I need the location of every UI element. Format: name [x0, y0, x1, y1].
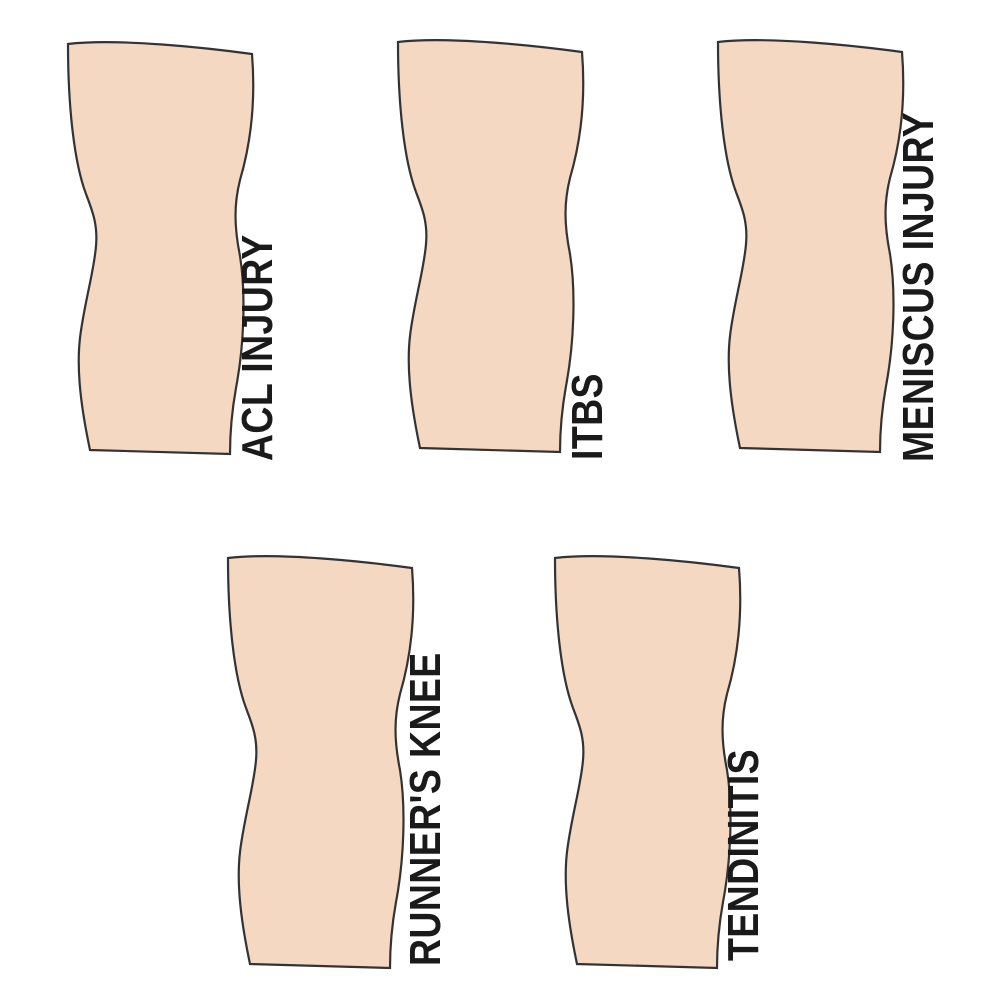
leg-skin	[226, 555, 415, 970]
label-tendinitis: TENDINITIS	[719, 748, 768, 961]
leg-skin	[66, 41, 255, 456]
knee-illustration-tendinitis	[553, 555, 742, 970]
label-itbs: ITBS	[563, 373, 612, 460]
knee-illustration-meniscus	[716, 39, 905, 454]
panel-meniscus-injury: MENISCUS INJURY	[708, 12, 943, 462]
label-runners-knee: RUNNER'S KNEE	[401, 652, 450, 966]
panel-tendinitis: TENDINITIS	[545, 528, 768, 974]
leg-skin	[553, 555, 742, 970]
label-acl-injury: ACL INJURY	[233, 234, 282, 461]
panel-runners-knee: RUNNER'S KNEE	[218, 528, 450, 974]
leg-skin	[396, 39, 585, 454]
leg-skin	[716, 39, 905, 454]
label-meniscus-injury: MENISCUS INJURY	[894, 112, 943, 462]
knee-illustration-runners-knee	[226, 555, 415, 970]
knee-illustration-acl	[66, 41, 255, 456]
knee-illustration-itbs	[396, 39, 585, 454]
panel-acl-injury: ACL INJURY	[58, 14, 282, 461]
panel-itbs: ITBS	[388, 12, 612, 460]
